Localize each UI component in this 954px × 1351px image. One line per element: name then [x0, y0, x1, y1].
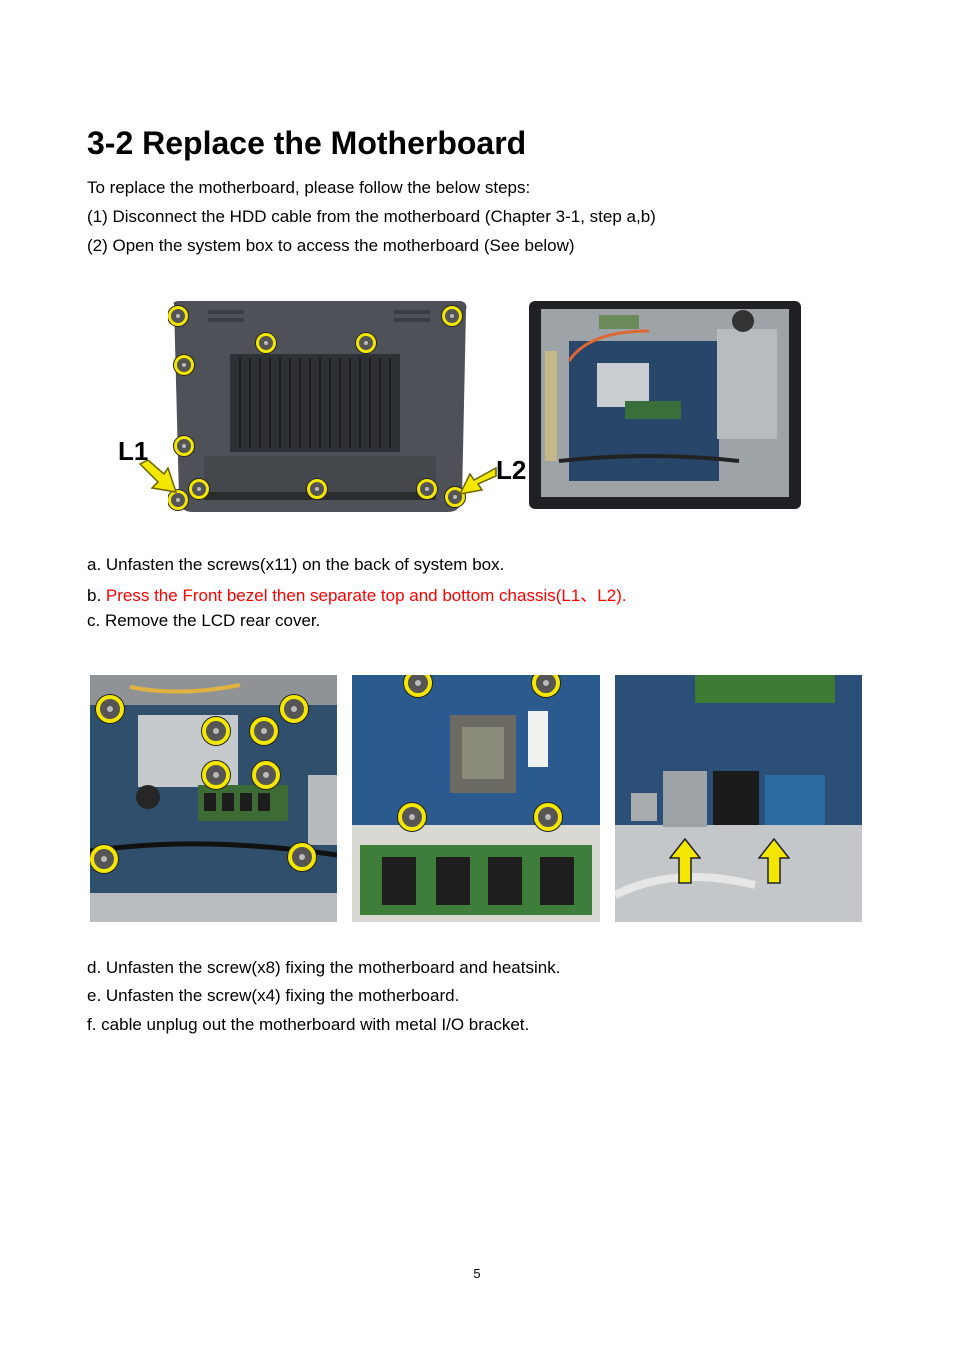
step-f: f. cable unplug out the motherboard with…	[87, 1015, 530, 1034]
screw-marker-icon	[250, 717, 278, 745]
screw-marker-icon	[189, 479, 209, 499]
screw-marker-icon	[256, 333, 276, 353]
opened-system-photo	[529, 301, 801, 509]
screw-marker-icon	[174, 436, 194, 456]
io-bracket-photo	[615, 675, 862, 922]
screw-marker-icon	[307, 479, 327, 499]
screw-marker-icon	[356, 333, 376, 353]
intro-step-1: (1) Disconnect the HDD cable from the mo…	[87, 207, 656, 226]
screw-marker-icon	[202, 761, 230, 789]
motherboard-cpu-photo	[352, 675, 600, 922]
step-b-prefix: b.	[87, 586, 106, 605]
screw-marker-icon	[174, 355, 194, 375]
screw-marker-icon	[534, 803, 562, 831]
step-d: d. Unfasten the screw(x8) fixing the mot…	[87, 958, 561, 977]
arrow-up-icon	[758, 838, 790, 884]
screw-marker-icon	[96, 695, 124, 723]
motherboard-heatsink-photo	[90, 675, 337, 922]
system-box-back-photo	[168, 298, 472, 518]
step-e: e. Unfasten the screw(x4) fixing the mot…	[87, 986, 460, 1005]
page-title: 3-2 Replace the Motherboard	[87, 125, 527, 161]
arrow-l2-icon	[458, 466, 497, 496]
step-a: a. Unfasten the screws(x11) on the back …	[87, 555, 505, 574]
screw-marker-icon	[90, 845, 118, 873]
screw-marker-icon	[417, 479, 437, 499]
step-c: c. Remove the LCD rear cover.	[87, 611, 321, 630]
intro-step-2: (2) Open the system box to access the mo…	[87, 236, 575, 255]
screw-marker-icon	[168, 306, 188, 326]
screw-marker-icon	[252, 761, 280, 789]
screw-marker-icon	[445, 487, 465, 507]
page-number: 5	[473, 1266, 481, 1281]
screw-marker-icon	[398, 803, 426, 831]
screw-marker-icon	[532, 675, 560, 697]
screw-marker-icon	[280, 695, 308, 723]
screw-marker-icon	[404, 675, 432, 697]
screw-marker-icon	[288, 843, 316, 871]
step-b: b. Press the Front bezel then separate t…	[87, 581, 627, 606]
label-l1: L1	[118, 436, 149, 466]
intro-line: To replace the motherboard, please follo…	[87, 178, 531, 197]
screw-marker-icon	[168, 490, 188, 510]
arrow-up-icon	[669, 838, 701, 884]
arrow-l1-icon	[138, 460, 178, 493]
step-b-text: Press the Front bezel then separate top …	[105, 586, 627, 605]
label-l2: L2	[496, 455, 527, 485]
screw-marker-icon	[202, 717, 230, 745]
screw-marker-icon	[442, 306, 462, 326]
